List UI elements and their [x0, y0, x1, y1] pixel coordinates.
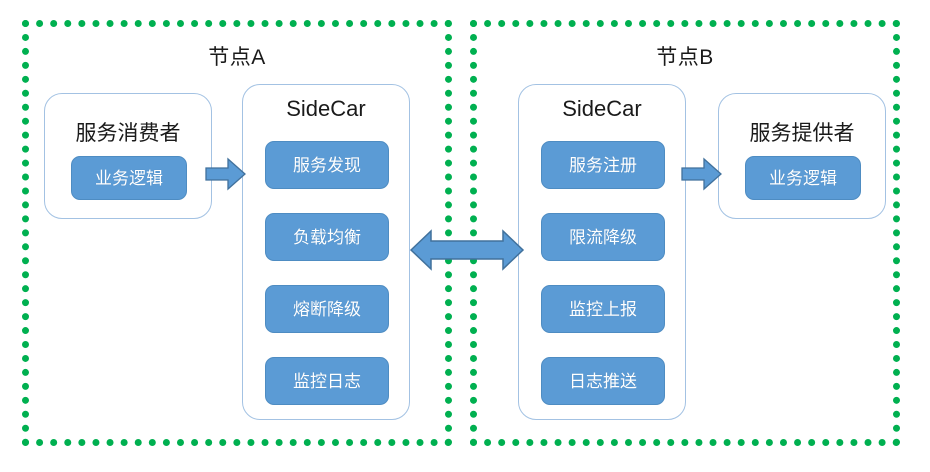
sidecar-b-feature-2[interactable]: 监控上报	[541, 285, 665, 333]
sidecar-panel-b[interactable]: SideCar 服务注册 限流降级 监控上报 日志推送	[518, 84, 686, 420]
sidecar-b-feature-3[interactable]: 日志推送	[541, 357, 665, 405]
arrow-consumer-to-sidecar-icon	[205, 157, 246, 191]
arrow-sidecar-to-provider-icon	[681, 157, 722, 191]
sidecar-a-feature-0[interactable]: 服务发现	[265, 141, 389, 189]
business-logic-block-provider[interactable]: 业务逻辑	[745, 156, 861, 200]
node-container-a: 节点A	[22, 20, 452, 446]
node-b-title: 节点B	[656, 46, 714, 69]
sidecar-panel-a[interactable]: SideCar 服务发现 负载均衡 熔断降级 监控日志	[242, 84, 410, 420]
arrow-sidecar-to-sidecar-bidirectional-icon	[409, 229, 525, 271]
node-container-b: 节点B	[470, 20, 900, 446]
sidecar-a-feature-2[interactable]: 熔断降级	[265, 285, 389, 333]
sidecar-a-title: SideCar	[286, 96, 366, 121]
service-provider-title: 服务提供者	[749, 122, 855, 145]
node-a-title: 节点A	[208, 46, 266, 69]
service-provider-panel[interactable]: 服务提供者 业务逻辑	[718, 93, 886, 219]
sidecar-b-title: SideCar	[562, 96, 642, 121]
service-consumer-title: 服务消费者	[75, 122, 181, 145]
business-logic-block-consumer[interactable]: 业务逻辑	[71, 156, 187, 200]
sidecar-a-feature-3[interactable]: 监控日志	[265, 357, 389, 405]
sidecar-a-feature-1[interactable]: 负载均衡	[265, 213, 389, 261]
sidecar-b-feature-0[interactable]: 服务注册	[541, 141, 665, 189]
service-consumer-panel[interactable]: 服务消费者 业务逻辑	[44, 93, 212, 219]
sidecar-b-feature-1[interactable]: 限流降级	[541, 213, 665, 261]
